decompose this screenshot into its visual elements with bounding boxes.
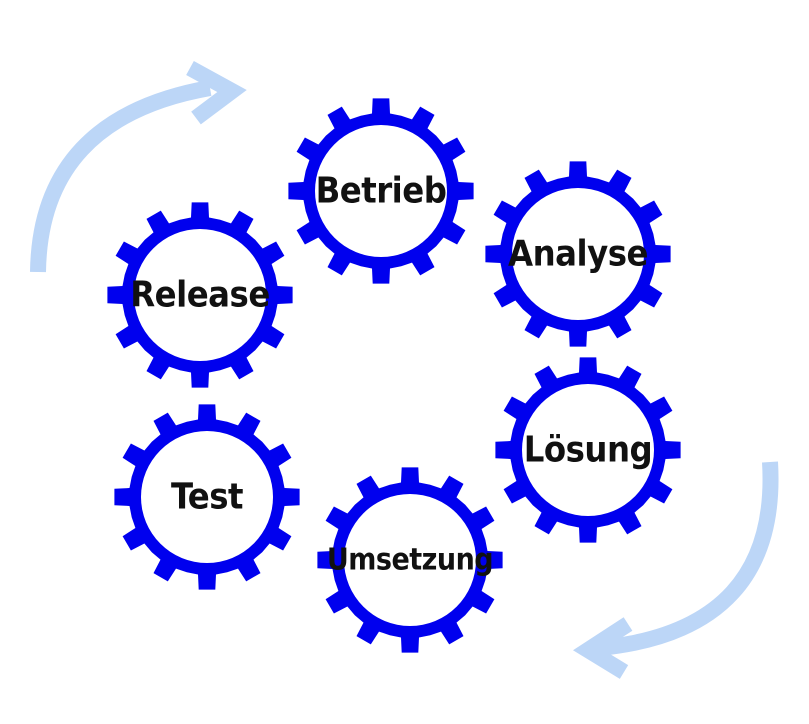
cycle-arrow-top-left — [30, 60, 247, 273]
gear-label-release: Release — [130, 275, 270, 316]
gear-label-betrieb: Betrieb — [316, 171, 447, 212]
cycle-arrows — [30, 60, 779, 679]
gear-label-umsetzung: Umsetzung — [327, 543, 493, 578]
gear-analyse: Analyse — [485, 161, 671, 347]
gear-center — [344, 494, 476, 626]
gear-umsetzung: Umsetzung — [317, 467, 503, 653]
cycle-arrow-bottom-right — [572, 461, 779, 679]
curved-arrow-icon — [30, 80, 212, 273]
arrowhead-icon — [186, 60, 247, 125]
arrowhead-icon — [572, 617, 633, 679]
gear-center — [134, 229, 266, 361]
gear-center — [522, 384, 654, 516]
curved-arrow-icon — [599, 461, 779, 656]
gear-test: Test — [114, 404, 300, 590]
gear-label-analyse: Analyse — [508, 234, 648, 275]
gear-center — [141, 431, 273, 563]
gear-center — [512, 188, 644, 320]
gear-label-loesung: Lösung — [524, 430, 652, 471]
gear-center — [315, 125, 447, 257]
gear-betrieb: Betrieb — [288, 98, 474, 284]
gear-loesung: Lösung — [495, 357, 681, 543]
gear-release: Release — [107, 202, 293, 388]
gear-label-test: Test — [171, 477, 243, 518]
